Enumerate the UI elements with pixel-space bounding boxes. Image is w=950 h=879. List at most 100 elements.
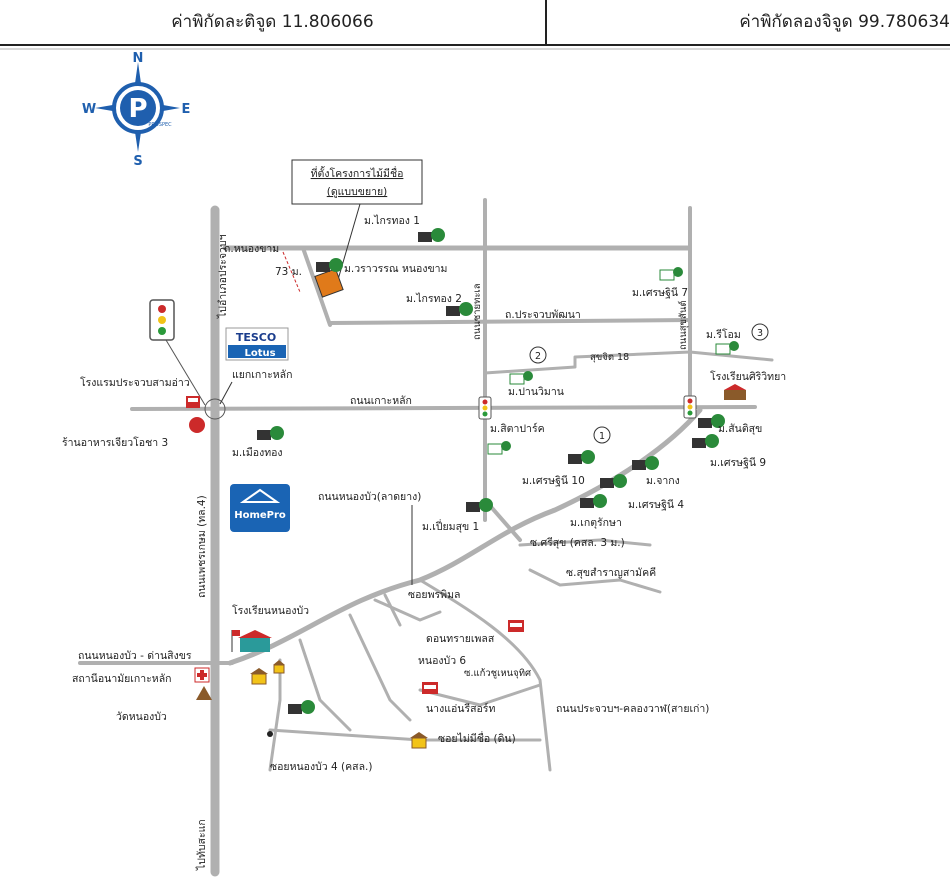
marker-3: 3 [751, 323, 769, 341]
label-m-pan-wiman: ม.ปานวิมาน [508, 386, 564, 398]
latitude-label: ค่าพิกัดละติจูด 11.806066 [171, 12, 374, 32]
leader-ko-lak-intersection [219, 381, 233, 405]
village-icon [568, 450, 595, 464]
compass-w: W [82, 102, 96, 117]
house-icon [250, 668, 268, 685]
road-soi-b [373, 598, 442, 622]
village-icon [580, 494, 607, 508]
homepro-text: HomePro [234, 510, 286, 521]
restaurant-icon [189, 417, 205, 433]
village-icon [466, 498, 493, 512]
school-nong-bua-icon [231, 630, 272, 652]
hotel-icon [186, 396, 200, 408]
label-ko-lak-intersection: แยกเกาะหลัก [232, 369, 292, 381]
label-phetkasem: ถนนเพชรเกษม (ทล.4) [196, 495, 208, 598]
label-to-prachuap: ไปอำเภอประจวบฯ [216, 234, 229, 319]
health-station-icon [194, 667, 210, 683]
label-m-ket-rak: ม.เกตุรักษา [570, 517, 622, 529]
village-icon [509, 371, 533, 385]
label-suksan-18: สุขจิต 18 [590, 352, 629, 363]
project-box-line1: ที่ตั้งโครงการไม้มีชื่อ [311, 166, 404, 180]
project-site-marker [314, 268, 344, 298]
road-soi-a [348, 613, 412, 722]
label-m-setthinee-9: ม.เศรษฐินี 9 [710, 456, 766, 469]
label-m-ri-om: ม.รีโอม [706, 328, 741, 341]
tesco-text: TESCO [236, 331, 276, 344]
compass-logo-disc [120, 90, 156, 126]
village-icon [316, 258, 343, 272]
label-soi-kaeo: ซ.แก้วชูเหนจุทิศ [464, 668, 531, 679]
label-school-siri: โรงเรียนศิริวิทยา [710, 370, 786, 383]
label-m-pheam-suk: ม.เปี่ยมสุข 1 [422, 519, 479, 533]
nang-aen-icon [422, 682, 438, 694]
label-to-thap-sakae: ไปทับสะแก [195, 819, 208, 871]
house-icon [273, 660, 285, 674]
label-m-mueang-thong: ม.เมืองทอง [232, 446, 283, 459]
svg-text:1: 1 [599, 431, 605, 442]
compass-s: S [133, 154, 142, 169]
village-icon [659, 267, 683, 281]
homepro-roof-icon [239, 488, 281, 503]
label-prachuap-khlong-wan: ถนนประจวบฯ-คลองวาฬ(สายเก่า) [556, 703, 709, 715]
don-sai-icon [508, 620, 524, 632]
compass-rose: P PROSPEC N S W E [82, 51, 191, 169]
traffic-light-ko-lak-2-icon [683, 395, 697, 419]
village-icon [288, 700, 315, 714]
label-soi-suk-samran: ซ.สุขสำราญสามัคคี [566, 566, 656, 579]
label-hotel: โรงแรมประจวบสามอ่าว [80, 376, 190, 389]
label-m-chak: ม.จากง [646, 475, 680, 487]
label-prachuap-phatthana: ถ.ประจวบพัฒนา [505, 309, 581, 321]
road-soi-suk-samran [528, 568, 662, 594]
label-m-krai-thong-1: ม.ไกรทอง 1 [364, 214, 420, 227]
label-soi-sri-suk: ซ.ศรีสุข (คสล. 3 ม.) [530, 536, 625, 549]
label-nang-aen: นางแอ่นรีสอร์ท [426, 702, 495, 715]
village-icon [698, 414, 725, 428]
road-nong-bua-main [227, 407, 703, 666]
label-soi-phon-phimon: ซอยพรพิมล [408, 589, 460, 601]
label-m-setthinee-7: ม.เศรษฐินี 7 [632, 286, 688, 299]
svg-text:3: 3 [757, 328, 763, 339]
homepro-logo: HomePro [230, 484, 290, 532]
label-don-sai-place: ดอนทรายเพลส [426, 633, 495, 645]
marker-2: 2 [529, 346, 547, 364]
village-icon [446, 302, 473, 316]
village-icon [715, 341, 739, 355]
village-icon [418, 228, 445, 242]
label-soi-nong-bua-4: ซอยหนองบัว 4 (คสล.) [270, 761, 372, 773]
project-box [291, 159, 423, 205]
header-divider [545, 0, 547, 44]
village-icon [632, 456, 659, 470]
label-m-varawan: ม.วราวรรณ หนองขาม [344, 263, 447, 275]
label-m-sitapark: ม.สิตาปาร์ค [490, 422, 545, 435]
coordinate-header: ค่าพิกัดละติจูด 11.806066 ค่าพิกัดลองจิจ… [0, 0, 950, 46]
temple-icon [196, 686, 212, 700]
road-soi-nang-aen [418, 683, 542, 707]
village-icon [600, 474, 627, 488]
svg-text:2: 2 [535, 351, 541, 362]
soi-dot [267, 731, 273, 737]
label-m-krai-thong-2: ม.ไกรทอง 2 [406, 292, 462, 305]
marker-1: 1 [593, 426, 611, 444]
label-vertical-2: ถนนสุขสันต์ [677, 301, 689, 351]
village-icon [257, 426, 284, 440]
label-soi-mai-mi-chue: ซอยไม่มีชื่อ (ดิน) [438, 731, 516, 745]
compass-e: E [182, 102, 191, 117]
lotus-band [228, 345, 286, 358]
project-box-line2: (ดูแบบขยาย) [327, 186, 388, 198]
village-icons [257, 228, 739, 714]
label-ko-lak: ถนนเกาะหลัก [350, 395, 412, 407]
longitude-label: ค่าพิกัดลองจิจูด 99.780634 [739, 12, 950, 32]
label-vertical-1: ถนนชายทะเล [472, 283, 483, 340]
distance-arrow [282, 251, 301, 293]
road-suksan-18 [483, 350, 774, 375]
school-siri-icon [724, 384, 746, 400]
village-icon [692, 434, 719, 448]
road-prachuap-khlong-wan [418, 578, 552, 772]
road-ko-lak [130, 405, 757, 411]
project-leader-line [334, 203, 361, 291]
homepro-box [230, 484, 290, 532]
road-project-branch [301, 246, 332, 327]
house-icon [410, 732, 428, 749]
project-callout: ที่ตั้งโครงการไม้มีชื่อ (ดูแบบขยาย) 73 ม… [275, 159, 423, 298]
